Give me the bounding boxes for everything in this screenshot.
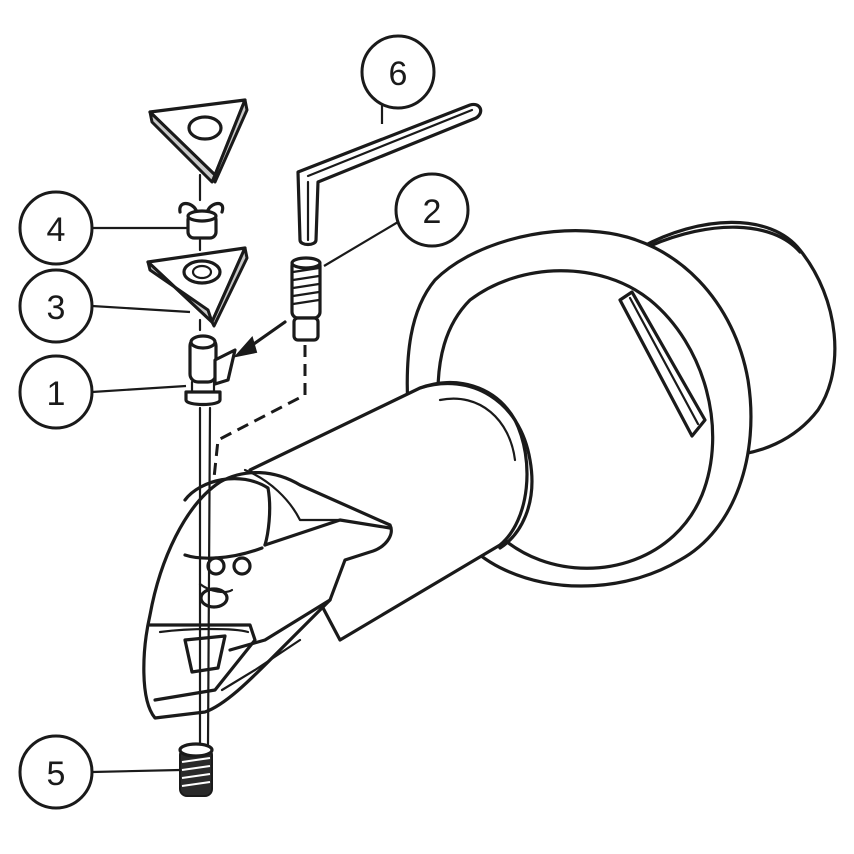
leader-lines <box>91 104 399 774</box>
callout-label-4: 4 <box>47 211 66 249</box>
callout-label-2: 2 <box>423 193 442 231</box>
callout-1: 1 <box>18 354 94 430</box>
callout-6: 6 <box>360 34 436 110</box>
callout-label-5: 5 <box>47 755 66 793</box>
hole-b <box>232 556 252 576</box>
hole-a <box>206 556 226 576</box>
clamp-spring <box>178 201 225 240</box>
callout-label-3: 3 <box>47 289 66 327</box>
callout-3: 3 <box>18 268 94 344</box>
callout-label-1: 1 <box>47 375 66 413</box>
tool-holder-body <box>142 220 837 720</box>
callout-5: 5 <box>18 734 94 810</box>
shim <box>146 246 249 328</box>
callout-label-6: 6 <box>389 55 408 93</box>
shim-pin <box>184 334 237 407</box>
callout-4: 4 <box>18 190 94 266</box>
callout-2: 2 <box>394 172 470 248</box>
bottom-screw <box>178 742 214 797</box>
insert-top <box>148 98 249 184</box>
hex-key <box>296 102 483 247</box>
seat-recess <box>183 634 227 674</box>
cutting-head <box>142 468 393 720</box>
assembly-lines <box>198 173 307 747</box>
shim-screw <box>290 256 322 342</box>
flange-slot <box>618 290 707 438</box>
